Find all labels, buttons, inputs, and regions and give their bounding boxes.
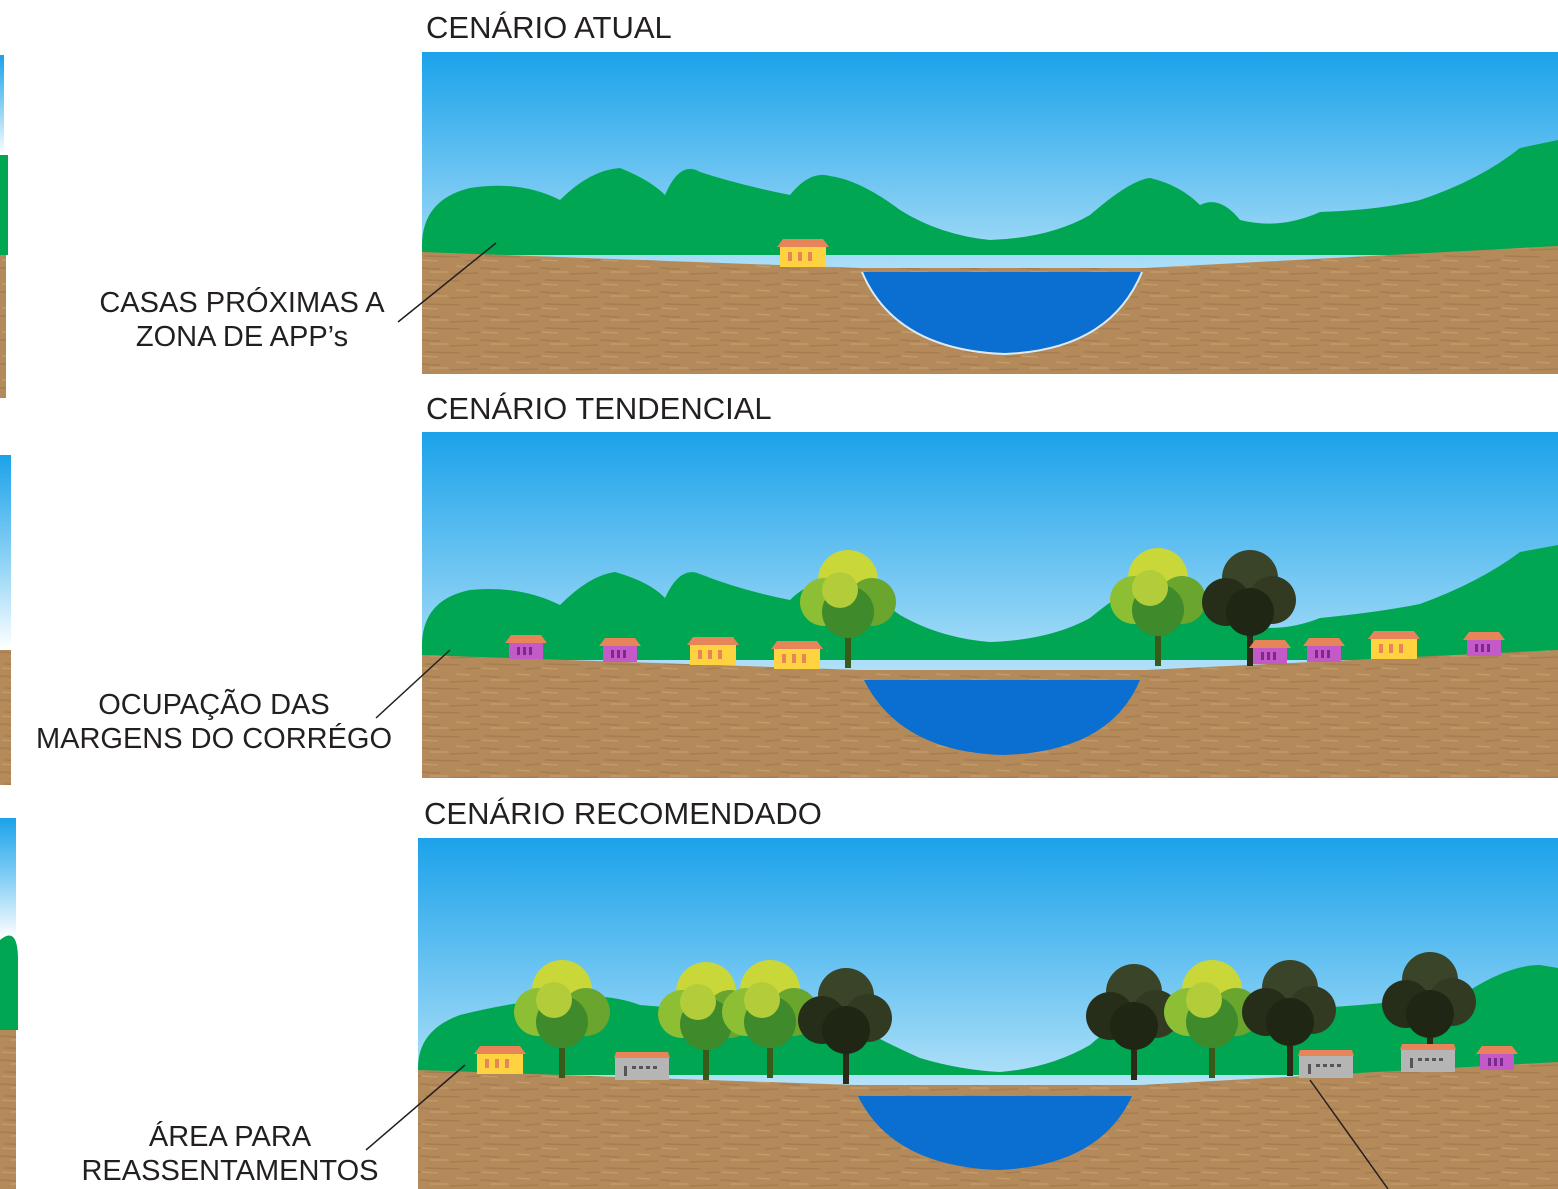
- stream: [864, 680, 1140, 755]
- stream: [862, 272, 1142, 354]
- label-line: ÁREA PARA: [148, 1121, 312, 1153]
- leader-line: [1309, 1079, 1389, 1189]
- house: [505, 635, 547, 659]
- house: [1368, 631, 1420, 659]
- house: [777, 239, 829, 267]
- panel-recomendado: [365, 838, 1558, 1189]
- house: [1298, 1050, 1354, 1078]
- label-line: CASAS PRÓXIMAS A: [99, 287, 385, 319]
- house: [1463, 632, 1505, 656]
- house: [1400, 1044, 1456, 1072]
- panel-tendencial: [375, 432, 1558, 778]
- label-line: OCUPAÇÃO DAS: [98, 689, 330, 721]
- leader-line: [397, 242, 497, 323]
- stream: [858, 1096, 1132, 1170]
- house: [1476, 1046, 1518, 1070]
- left-strip-3: [0, 818, 18, 1189]
- label-line: ZONA DE APP’s: [135, 321, 349, 353]
- leader-line: [365, 1064, 466, 1151]
- house: [614, 1052, 670, 1080]
- hills: [421, 140, 1558, 255]
- house: [599, 638, 641, 662]
- leader-line: [375, 649, 451, 719]
- house: [771, 641, 823, 669]
- label-line: REASSENTAMENTOS: [81, 1155, 379, 1187]
- left-strip-2: [0, 455, 11, 785]
- label-casas-proximas: CASAS PRÓXIMAS A ZONA DE APP’s: [82, 286, 402, 354]
- hills: [421, 545, 1558, 660]
- label-area-reassentamentos: ÁREA PARA REASSENTAMENTOS: [60, 1120, 400, 1188]
- label-ocupacao-margens: OCUPAÇÃO DAS MARGENS DO CORRÉGO: [14, 688, 414, 756]
- panel-title-tendencial: CENÁRIO TENDENCIAL: [426, 391, 772, 426]
- house: [1249, 640, 1291, 664]
- label-line: MARGENS DO CORRÉGO: [35, 723, 393, 755]
- house: [687, 637, 739, 665]
- house: [1303, 638, 1345, 662]
- house: [474, 1046, 526, 1074]
- panel-title-atual: CENÁRIO ATUAL: [426, 10, 672, 45]
- panel-title-recomendado: CENÁRIO RECOMENDADO: [424, 796, 822, 831]
- panel-atual: [397, 52, 1558, 374]
- left-strip-1: [0, 55, 8, 398]
